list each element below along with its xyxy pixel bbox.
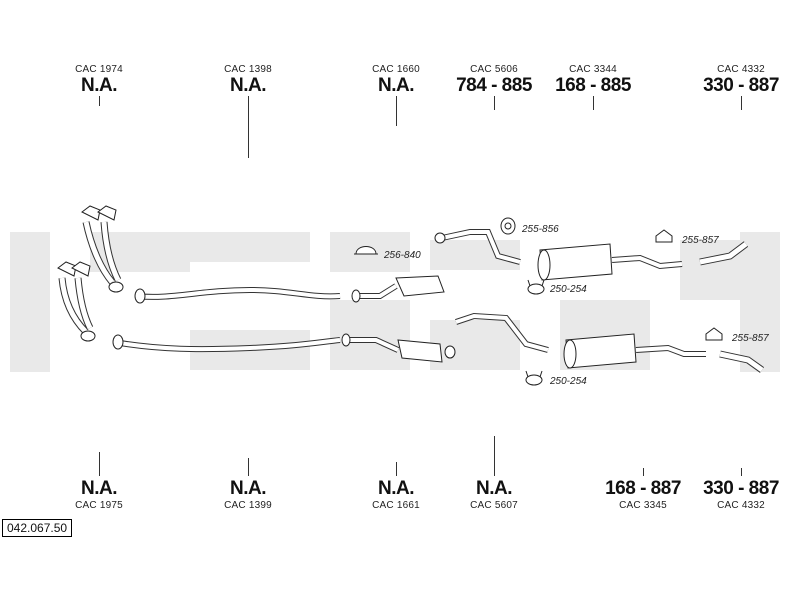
part-code: CAC 1399 bbox=[224, 500, 272, 511]
part-code: CAC 5607 bbox=[470, 500, 518, 511]
top-label-6: CAC 4332 330 - 887 bbox=[686, 64, 796, 97]
mount-255-857-upper bbox=[655, 229, 673, 243]
rubber-mount-255-856 bbox=[500, 217, 516, 235]
intermediate-pipe-upper bbox=[434, 229, 521, 265]
part-number: 330 - 887 bbox=[703, 478, 779, 499]
front-pipe-lower bbox=[112, 334, 341, 353]
bottom-label-5: 168 - 887 CAC 3345 bbox=[588, 478, 698, 511]
part-code: CAC 1398 bbox=[224, 64, 272, 75]
leader-top-5 bbox=[593, 96, 594, 110]
part-code: CAC 1975 bbox=[75, 500, 123, 511]
leader-top-3 bbox=[396, 96, 397, 126]
leader-top-4 bbox=[494, 96, 495, 110]
part-number: 168 - 887 bbox=[605, 478, 681, 499]
callout-255-857-lower: 255-857 bbox=[732, 333, 769, 344]
leader-bottom-1 bbox=[99, 452, 100, 476]
part-code: CAC 4332 bbox=[717, 64, 765, 75]
top-label-3: CAC 1660 N.A. bbox=[341, 64, 451, 97]
bottom-label-2: N.A. CAC 1399 bbox=[193, 478, 303, 511]
part-number: N.A. bbox=[81, 75, 118, 96]
leader-top-6 bbox=[741, 96, 742, 110]
part-number: N.A. bbox=[81, 478, 118, 499]
part-code: CAC 4332 bbox=[717, 500, 765, 511]
leader-top-1 bbox=[99, 96, 100, 106]
part-number: 330 - 887 bbox=[703, 75, 779, 96]
part-number: N.A. bbox=[230, 478, 267, 499]
top-label-5: CAC 3344 168 - 885 bbox=[538, 64, 648, 97]
part-code: CAC 3344 bbox=[569, 64, 617, 75]
part-number: 168 - 885 bbox=[555, 75, 631, 96]
manifold-lower bbox=[57, 261, 96, 342]
top-label-2: CAC 1398 N.A. bbox=[193, 64, 303, 97]
part-code: CAC 1660 bbox=[372, 64, 420, 75]
part-number: N.A. bbox=[476, 478, 513, 499]
tailpipe-lower bbox=[719, 350, 765, 373]
front-pipe-upper bbox=[134, 286, 341, 304]
leader-bottom-3 bbox=[396, 462, 397, 476]
callout-250-254-upper: 250-254 bbox=[550, 284, 587, 295]
top-label-4: CAC 5606 784 - 885 bbox=[439, 64, 549, 97]
rear-muffler-lower bbox=[563, 333, 706, 369]
part-code: CAC 5606 bbox=[470, 64, 518, 75]
part-number: 784 - 885 bbox=[456, 75, 532, 96]
clamp-lower bbox=[525, 370, 543, 386]
middle-muffler-upper bbox=[351, 275, 445, 303]
part-code: CAC 1974 bbox=[75, 64, 123, 75]
leader-bottom-2 bbox=[248, 458, 249, 476]
intermediate-pipe-lower bbox=[455, 312, 549, 353]
part-code: CAC 1661 bbox=[372, 500, 420, 511]
top-label-1: CAC 1974 N.A. bbox=[44, 64, 154, 97]
manifold-upper bbox=[81, 205, 124, 293]
tailpipe-upper bbox=[699, 241, 749, 266]
bottom-label-1: N.A. CAC 1975 bbox=[44, 478, 154, 511]
leader-bottom-4 bbox=[494, 436, 495, 476]
part-number: N.A. bbox=[378, 75, 415, 96]
leader-bottom-6 bbox=[741, 468, 742, 476]
bottom-label-3: N.A. CAC 1661 bbox=[341, 478, 451, 511]
leader-bottom-5 bbox=[643, 468, 644, 476]
part-number: N.A. bbox=[378, 478, 415, 499]
part-number: N.A. bbox=[230, 75, 267, 96]
callout-255-857-upper: 255-857 bbox=[682, 235, 719, 246]
middle-muffler-lower bbox=[341, 333, 456, 363]
rear-muffler-upper bbox=[537, 243, 683, 281]
callout-255-856: 255-856 bbox=[522, 224, 559, 235]
bottom-label-6: 330 - 887 CAC 4332 bbox=[686, 478, 796, 511]
part-code: CAC 3345 bbox=[619, 500, 667, 511]
callout-256-840: 256-840 bbox=[384, 250, 421, 261]
callout-250-254-lower: 250-254 bbox=[550, 376, 587, 387]
bottom-label-4: N.A. CAC 5607 bbox=[439, 478, 549, 511]
leader-top-2 bbox=[248, 96, 249, 158]
mount-255-857-lower bbox=[705, 327, 723, 341]
rubber-mount-256-840 bbox=[354, 246, 378, 255]
reference-number: 042.067.50 bbox=[2, 519, 73, 537]
clamp-upper bbox=[527, 279, 545, 295]
